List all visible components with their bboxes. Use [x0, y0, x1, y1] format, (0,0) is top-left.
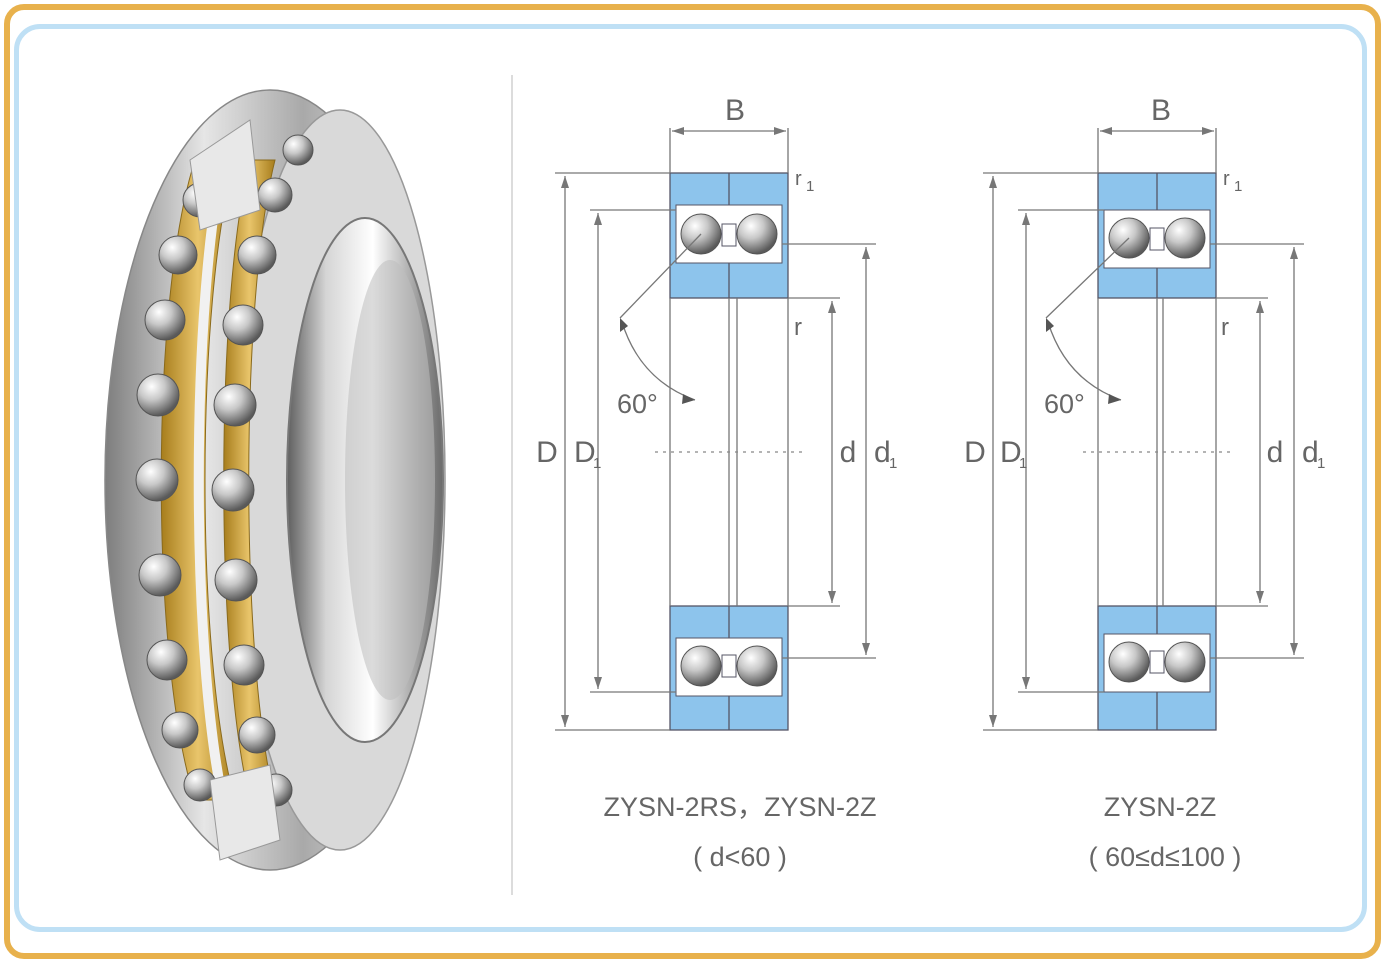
label-d1-sub: 1: [1317, 455, 1325, 472]
label-r: r: [794, 314, 802, 341]
section-drawing-1: B r 1 r D D 1 d d 1: [536, 94, 897, 872]
label-d1: d: [874, 436, 891, 469]
caption-line2: ( d<60 ): [693, 842, 787, 872]
label-r1-sub: 1: [1234, 178, 1242, 195]
caption-line1: ZYSN-2RS，ZYSN-2Z: [603, 792, 876, 822]
ball-row-right: [211, 134, 314, 807]
label-d1: d: [1302, 436, 1319, 469]
label-angle: 60°: [1044, 389, 1085, 419]
label-d: d: [1267, 436, 1284, 469]
section-drawing-2: B r 1 r D D 1 d d 1: [964, 94, 1325, 872]
label-r: r: [1221, 314, 1229, 341]
label-r1-sub: 1: [806, 178, 814, 195]
label-angle: 60°: [617, 389, 658, 419]
label-r1: r: [1223, 168, 1230, 190]
label-r1: r: [795, 168, 802, 190]
ball-row-left: [135, 182, 218, 802]
label-D1-sub: 1: [593, 455, 601, 472]
label-D1: D: [1000, 436, 1022, 469]
label-D: D: [536, 436, 558, 469]
label-d1-sub: 1: [889, 455, 897, 472]
caption-line1: ZYSN-2Z: [1104, 792, 1217, 822]
label-D1: D: [574, 436, 596, 469]
label-d: d: [840, 436, 857, 469]
label-B: B: [1151, 94, 1171, 127]
label-D: D: [964, 436, 986, 469]
caption-line2: ( 60≤d≤100 ): [1089, 842, 1242, 872]
label-D1-sub: 1: [1019, 455, 1027, 472]
label-B: B: [725, 94, 745, 127]
bearing-photo: [104, 89, 446, 871]
